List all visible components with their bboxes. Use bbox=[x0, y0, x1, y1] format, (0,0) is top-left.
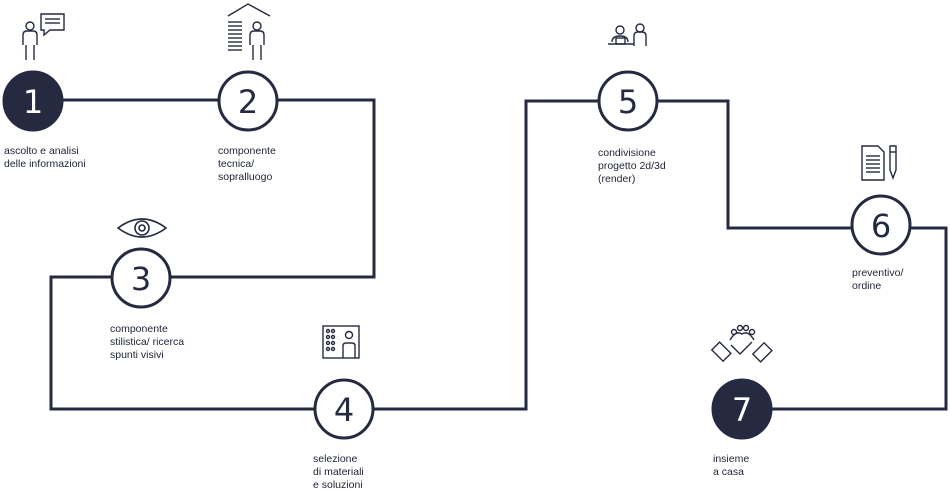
step-7-node: 7 bbox=[711, 378, 773, 440]
person-building-icon bbox=[227, 3, 271, 60]
step-5-label: condivisione progetto 2d/3d (render) bbox=[598, 147, 666, 185]
step-1-node: 1 bbox=[2, 70, 64, 132]
step-3-node: 3 bbox=[110, 247, 172, 309]
step-6-number: 6 bbox=[871, 207, 891, 245]
process-path bbox=[33, 98, 948, 411]
step-6-label: preventivo/ ordine bbox=[852, 267, 904, 292]
step-5-number: 5 bbox=[618, 83, 638, 121]
document-pen-icon bbox=[861, 145, 897, 181]
step-1-number: 1 bbox=[23, 83, 43, 121]
person-speech-bubble-icon bbox=[22, 13, 65, 60]
step-2-label: componente tecnica/ sopralluogo bbox=[218, 145, 276, 183]
person-material-samples-icon bbox=[322, 325, 360, 359]
step-7-label: insieme a casa bbox=[713, 453, 750, 478]
eye-icon bbox=[116, 218, 168, 238]
step-3-label: componente stilistica/ ricerca spunti vi… bbox=[110, 323, 185, 361]
step-4-node: 4 bbox=[313, 378, 375, 440]
step-5-node: 5 bbox=[597, 70, 659, 132]
step-6-node: 6 bbox=[850, 194, 912, 256]
step-4-label: selezione di materiali e soluzioni bbox=[313, 453, 364, 491]
step-2-node: 2 bbox=[217, 70, 279, 132]
step-4-number: 4 bbox=[334, 391, 354, 429]
step-3-number: 3 bbox=[131, 260, 151, 298]
step-7-number: 7 bbox=[732, 391, 752, 429]
step-1-label: ascolto e analisi delle informazioni bbox=[4, 145, 86, 170]
handshake-icon bbox=[710, 324, 773, 363]
people-at-desk-icon bbox=[608, 23, 647, 46]
step-2-number: 2 bbox=[238, 83, 258, 121]
